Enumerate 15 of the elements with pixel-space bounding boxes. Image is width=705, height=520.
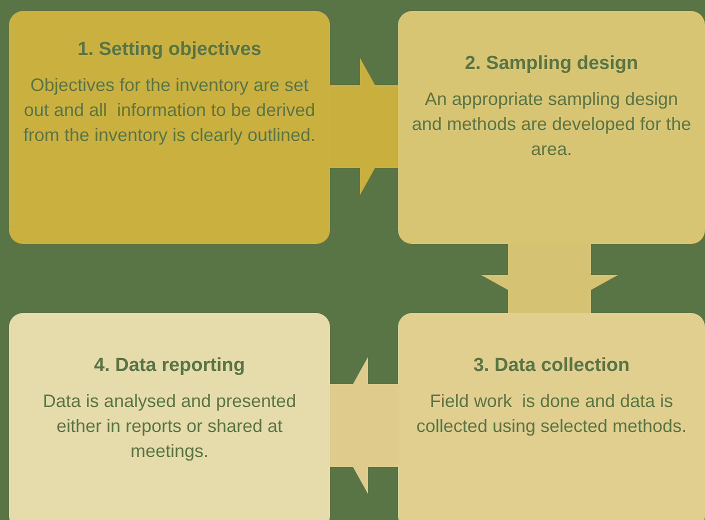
process-box (398, 11, 705, 244)
step-description: Data is analysed and presented either in reports or shared at meetings. (42, 390, 298, 464)
step-heading: 1. Setting objectives (78, 39, 262, 61)
step-heading: 4. Data reporting (94, 355, 245, 377)
block-arrow (330, 58, 398, 195)
process-box (398, 313, 705, 520)
step-heading: 2. Sampling design (464, 53, 638, 75)
process-box (9, 313, 330, 520)
step-heading: 3. Data collection (473, 355, 630, 377)
block-arrow (330, 357, 398, 494)
step-description: Objectives for the inventory are set out and all information to be derived from the inventory is clearly outlined. (22, 74, 317, 148)
process-box (9, 11, 330, 244)
step-description: An appropriate sampling design and methods are developed for the area. (410, 88, 692, 162)
step-description: Field work is done and data is collected using selected methods. (415, 390, 688, 438)
block-arrow (481, 244, 618, 313)
